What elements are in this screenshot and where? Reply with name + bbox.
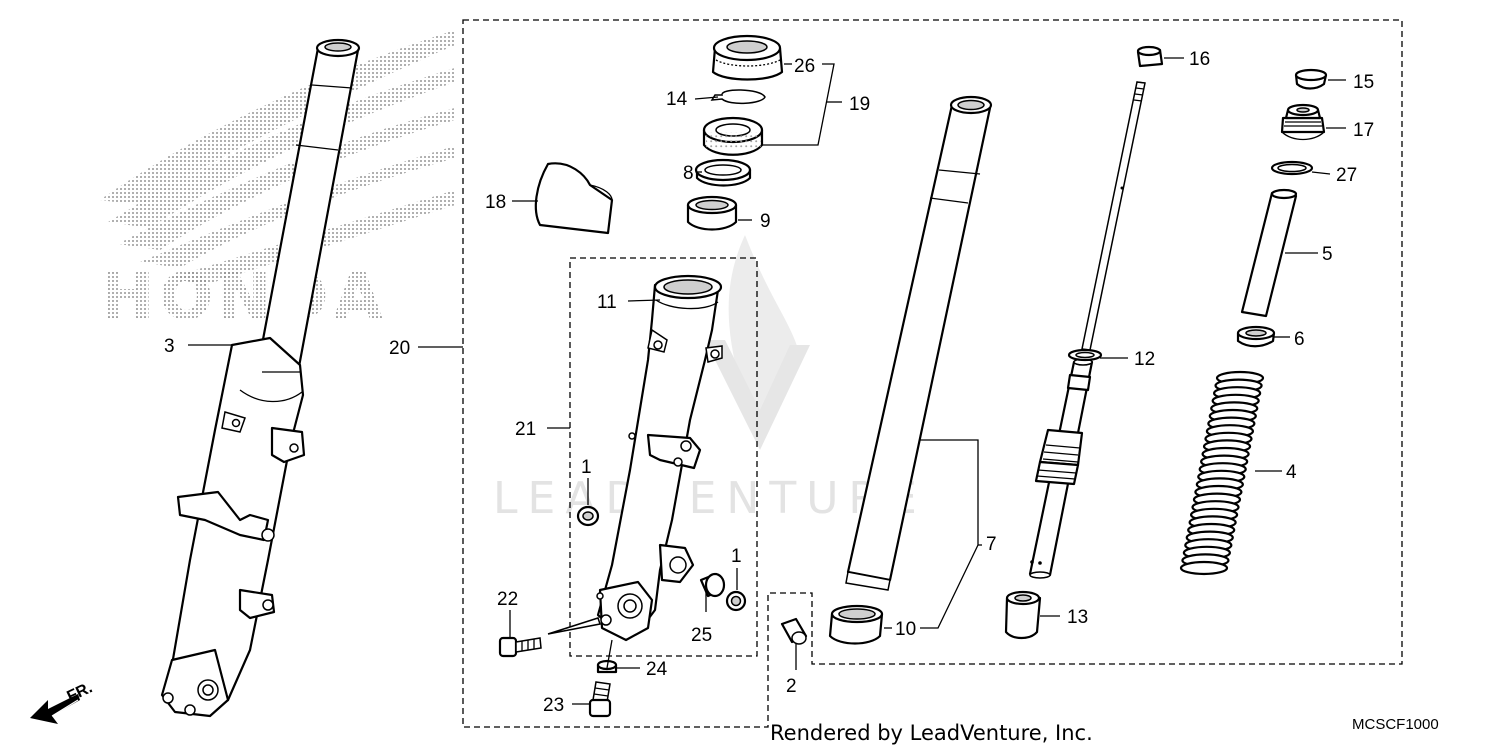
render-credit: Rendered by LeadVenture, Inc. [770,721,1093,745]
part-12-piston-ring [1067,348,1103,362]
part-1-bushing-a [576,505,600,527]
assembly-20-boundary [462,19,1403,728]
callout-22: 22 [497,589,518,610]
callout-1a: 1 [581,457,592,478]
callout-18: 18 [485,192,506,213]
callout-17: 17 [1353,120,1374,141]
part-9-slider-bushing [686,195,738,231]
part-8-backup-ring [694,158,752,187]
honda-logo-lettering: HONDA [102,260,388,333]
part-27-o-ring [1270,160,1314,176]
callout-12: 12 [1134,349,1155,370]
callout-6: 6 [1294,329,1305,350]
callout-1b: 1 [731,546,742,567]
damper-rod-assembly [1028,81,1146,579]
callout-4: 4 [1286,462,1297,483]
part-6-spring-seat [1236,325,1276,348]
bolt-22-insertion-guide [547,617,601,635]
callout-15: 15 [1353,72,1374,93]
callout-21: 21 [515,419,536,440]
leadventure-watermark: LEADVENTURE [493,235,927,524]
fr-arrow-label: FR. [65,679,96,705]
callout-7: 7 [986,534,997,555]
front-direction-indicator: FR. [30,679,95,724]
part-19-oil-seal [702,116,764,156]
callout-27: 27 [1336,165,1357,186]
part-13-oil-lock-piece [1004,590,1042,640]
callout-9: 9 [760,211,771,232]
callout-24: 24 [646,659,668,680]
callout-19: 19 [849,94,870,115]
diagram-code: MCSCF1000 [1352,716,1439,733]
leader-lines [188,57,1346,705]
part-1-bushing-b [725,590,747,612]
part-3-fork-assembly [160,38,361,718]
part-7-fork-inner-tube [845,95,993,591]
spring-coil [1179,560,1229,576]
callout-11: 11 [597,292,617,313]
callout-25: 25 [691,625,712,646]
part-5-spring-collar [1240,188,1298,318]
callout-3: 3 [164,336,175,357]
part-21-fork-slider [596,274,723,642]
part-25-collar [699,572,726,598]
callout-26: 26 [794,56,815,77]
part-16-lock-nut [1136,45,1164,68]
callout-14: 14 [666,89,688,110]
part-18-fork-protector [534,162,614,235]
part-15-cap-cover [1294,68,1328,90]
part-22-bolt [498,636,542,658]
callout-labels: 26 14 19 8 9 18 11 21 20 3 1 1 25 22 23 … [164,49,1374,716]
part-17-fork-bolt [1280,103,1326,141]
part-10-slide-bushing [828,604,884,645]
part-23-bolt [588,681,612,718]
callout-8: 8 [683,163,694,184]
callout-23: 23 [543,695,564,716]
callout-13: 13 [1067,607,1088,628]
callout-10: 10 [895,619,916,640]
callout-2: 2 [786,676,797,697]
part-14-stopper-ring [710,89,766,105]
part-2-pin [780,617,808,645]
callout-20: 20 [389,338,410,359]
part-26-dust-seal [711,34,784,81]
callout-16: 16 [1189,49,1210,70]
watermark-text: LEADVENTURE [493,473,927,524]
callout-5: 5 [1322,244,1333,265]
part-4-fork-spring [1179,370,1265,576]
part-24-washer [596,659,618,674]
assembly-21-boundary [569,257,758,657]
